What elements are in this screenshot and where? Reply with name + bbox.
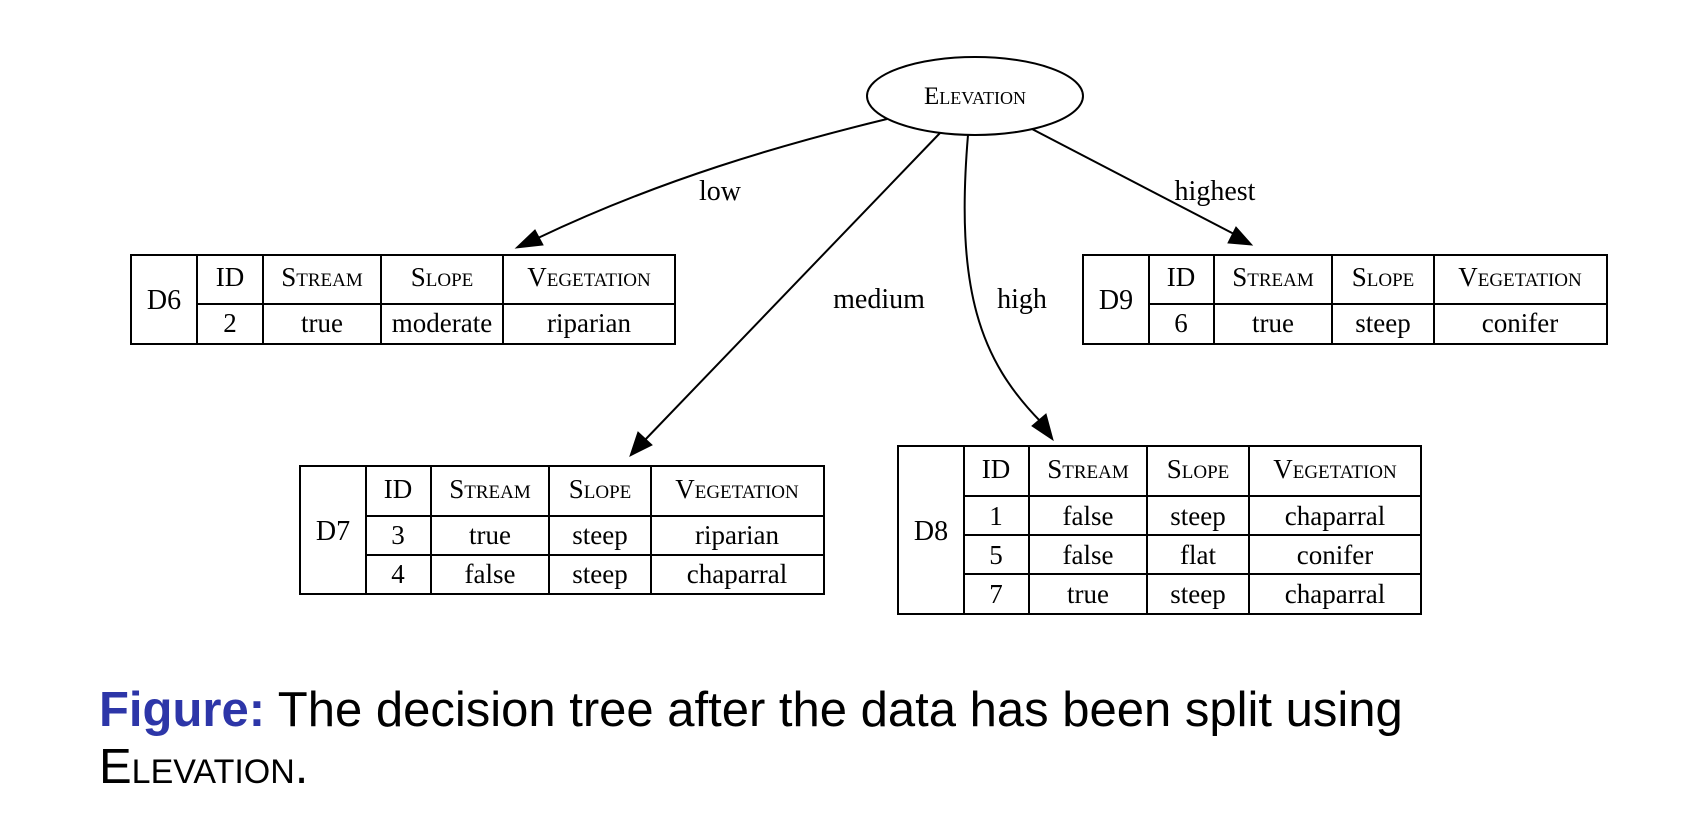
table-d8-header-vegetation: Vegetation (1273, 454, 1397, 484)
caption-label: Figure: (99, 683, 266, 737)
edge-medium: medium (629, 132, 941, 457)
edge-highest-line (1031, 128, 1235, 235)
table-d6-header-id: ID (216, 262, 245, 292)
table-d7-cell: riparian (695, 520, 779, 550)
table-d6-header-slope: Slope (411, 262, 474, 292)
edge-high: high (963, 134, 1054, 442)
edge-low-arrowhead (514, 229, 544, 249)
table-d8: D8 ID Stream Slope Vegetation 1 false st… (897, 445, 1422, 615)
table-d9-cell: true (1252, 308, 1294, 338)
table-d8-cell: 1 (989, 501, 1003, 531)
edge-high-label: high (997, 284, 1047, 315)
table-d6-header-stream: Stream (281, 262, 363, 292)
table-d8-cell: conifer (1297, 540, 1373, 570)
table-d6-cell: true (301, 308, 343, 338)
table-d6-cell: riparian (547, 308, 631, 338)
table-d9-frame (1082, 254, 1608, 345)
figure-caption: Figure: The decision tree after the data… (99, 682, 1599, 796)
root-node-label: Elevation (924, 83, 1026, 110)
table-d7-header-id: ID (384, 474, 413, 504)
table-d8-header-slope: Slope (1167, 454, 1230, 484)
table-d8-cell: true (1067, 579, 1109, 609)
table-d7-header-vegetation: Vegetation (675, 474, 799, 504)
table-d9-name: D9 (1099, 285, 1133, 316)
edge-highest: highest (1031, 128, 1256, 246)
table-d7: D7 ID Stream Slope Vegetation 3 true ste… (299, 465, 825, 595)
table-d6-frame (130, 254, 676, 345)
table-d7-cell: 3 (391, 520, 405, 550)
edge-high-line (963, 134, 1042, 423)
table-d9-header-stream: Stream (1232, 262, 1314, 292)
table-d7-name: D7 (316, 516, 350, 547)
table-d9-cell: conifer (1482, 308, 1558, 338)
edge-low: low (514, 118, 888, 249)
table-d8-header-stream: Stream (1047, 454, 1129, 484)
table-d8-cell: chaparral (1285, 501, 1385, 531)
table-d8-name: D8 (914, 516, 948, 547)
table-d8-frame (897, 445, 1422, 615)
table-d7-cell: chaparral (687, 559, 787, 589)
table-d8-cell: chaparral (1285, 579, 1385, 609)
table-d7-cell: steep (572, 520, 627, 550)
table-d7-cell: steep (572, 559, 627, 589)
table-d6-header-vegetation: Vegetation (527, 262, 651, 292)
root-node-ellipse (866, 56, 1084, 136)
table-d7-cell: 4 (391, 559, 405, 589)
table-d9-header-vegetation: Vegetation (1458, 262, 1582, 292)
table-d8-cell: steep (1170, 579, 1225, 609)
root-node: Elevation (866, 56, 1084, 136)
table-d7-cell: true (469, 520, 511, 550)
table-d6-cell: moderate (392, 308, 492, 338)
edge-medium-arrowhead (629, 431, 653, 457)
table-d8-header-id: ID (982, 454, 1011, 484)
table-d9-header-slope: Slope (1352, 262, 1415, 292)
table-d9-cell: steep (1355, 308, 1410, 338)
table-d6: D6 ID Stream Slope Vegetation 2 true mod… (130, 254, 676, 345)
table-d8-cell: flat (1180, 540, 1216, 570)
table-d9-cell: 6 (1174, 308, 1188, 338)
edge-highest-arrowhead (1227, 226, 1254, 246)
table-d8-cell: 5 (989, 540, 1003, 570)
table-d8-cell: false (1063, 540, 1114, 570)
table-d6-name: D6 (147, 285, 181, 316)
edge-low-line (537, 118, 888, 239)
edge-medium-line (642, 132, 941, 443)
table-d9: D9 ID Stream Slope Vegetation 6 true ste… (1082, 254, 1608, 345)
table-d7-header-stream: Stream (449, 474, 531, 504)
edge-low-label: low (699, 176, 742, 207)
table-d9-header-id: ID (1167, 262, 1196, 292)
table-d8-cell: steep (1170, 501, 1225, 531)
table-d7-header-slope: Slope (569, 474, 632, 504)
caption-attribute: Elevation (99, 740, 295, 794)
caption-period: . (294, 740, 309, 794)
caption-text: The decision tree after the data has bee… (277, 683, 1403, 737)
edge-medium-label: medium (833, 284, 925, 315)
edge-high-arrowhead (1031, 413, 1054, 442)
table-d8-cell: 7 (989, 579, 1003, 609)
edge-highest-label: highest (1175, 176, 1256, 207)
table-d7-frame (299, 465, 825, 595)
table-d7-cell: false (465, 559, 516, 589)
table-d8-cell: false (1063, 501, 1114, 531)
table-d6-cell: 2 (223, 308, 237, 338)
